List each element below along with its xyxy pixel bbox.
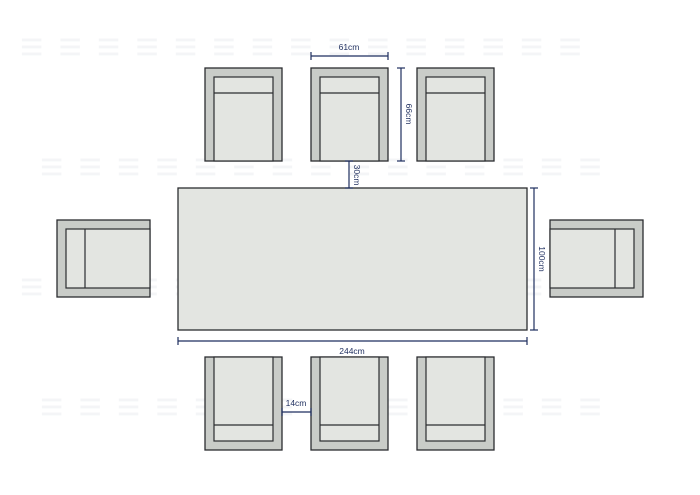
dimension-chair-depth: 66cm <box>397 67 414 162</box>
chair-bottom-center <box>310 356 389 451</box>
chair-depth-label: 66cm <box>404 104 414 125</box>
chair-top-right <box>416 67 495 162</box>
chair-top-center <box>310 67 389 162</box>
chair-table-gap-label: 30cm <box>352 165 362 186</box>
svg-text:≡ ≡ ≡ ≡ ≡ ≡ ≡ ≡ ≡ ≡ ≡ ≡ ≡ ≡ ≡: ≡ ≡ ≡ ≡ ≡ ≡ ≡ ≡ ≡ ≡ ≡ ≡ ≡ ≡ ≡ <box>20 25 584 69</box>
chair-bottom-right <box>416 356 495 451</box>
chair-left-end <box>56 219 151 298</box>
dimension-chair-width: 61cm <box>310 42 389 60</box>
dimension-chair-table-gap: 30cm <box>345 160 362 189</box>
dimension-table-length: 244cm <box>177 337 528 356</box>
chair-width-label: 61cm <box>339 42 360 52</box>
dimension-table-depth: 100cm <box>530 187 547 331</box>
dimension-chair-spacing: 14cm <box>281 398 312 416</box>
chair-right-end <box>549 219 644 298</box>
dining-table <box>177 187 528 331</box>
chair-bottom-left <box>204 356 283 451</box>
chair-top-left <box>204 67 283 162</box>
table-length-label: 244cm <box>339 346 365 356</box>
table-depth-label: 100cm <box>537 246 547 272</box>
chair-spacing-label: 14cm <box>286 398 307 408</box>
